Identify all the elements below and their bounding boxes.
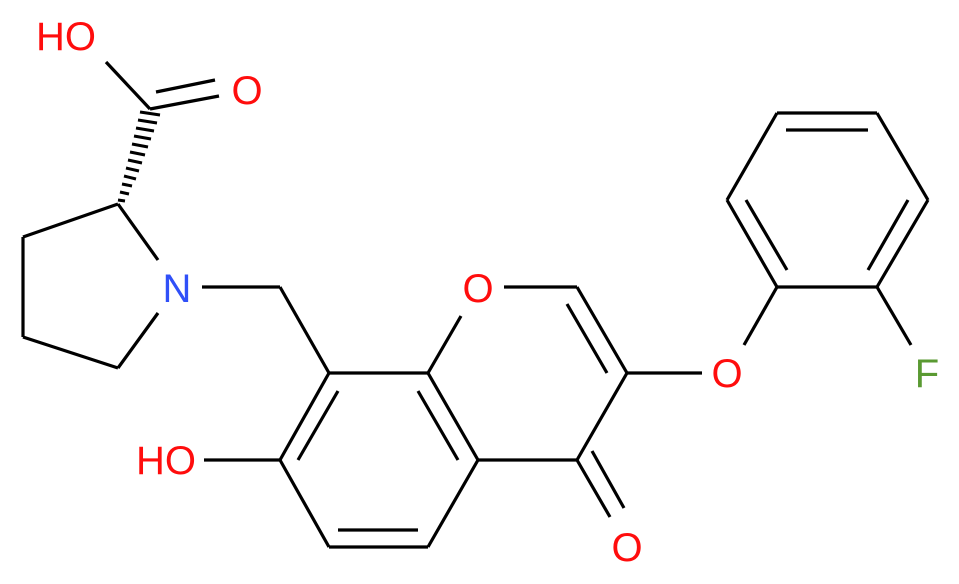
atom-labels: HO O N O O F HO O	[36, 15, 939, 570]
atom-acid-hydroxyl: HO	[36, 15, 96, 59]
atom-ketone-oxygen: O	[611, 526, 642, 570]
atom-ring-oxygen: O	[462, 267, 493, 311]
atom-fluorine: F	[915, 352, 939, 396]
atom-acid-carbonyl-oxygen: O	[231, 69, 262, 113]
bonds	[21, 60, 930, 549]
atom-pyrrolidine-nitrogen: N	[163, 267, 192, 311]
atom-phenol-hydroxyl: HO	[136, 439, 196, 483]
atom-ether-oxygen: O	[711, 352, 742, 396]
hashed-wedge-bond	[117, 110, 161, 203]
